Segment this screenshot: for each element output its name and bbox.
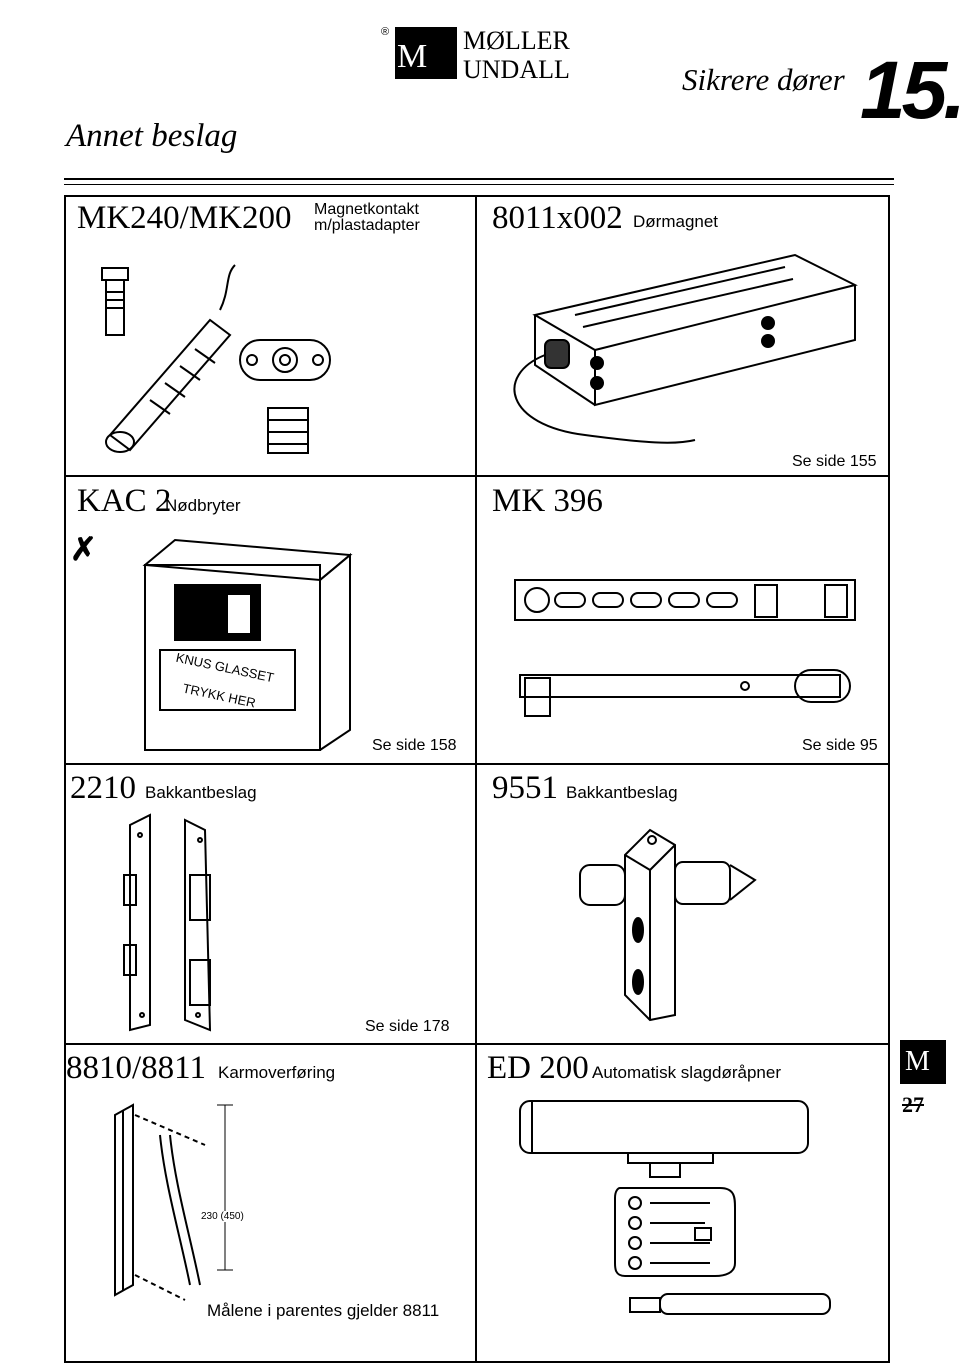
brand-line-2: UNDALL — [463, 55, 570, 84]
magnet-contact-illustration — [101, 264, 331, 454]
product-grid — [64, 195, 890, 1363]
page-ref-178: Se side 178 — [365, 1018, 450, 1035]
registered-mark: ® — [381, 26, 390, 38]
page-ref-95: Se side 95 — [802, 737, 878, 754]
product-desc-mk240-line1: Magnetkontakt — [314, 201, 419, 218]
header-rule — [64, 178, 894, 180]
product-code-2210: 2210 — [70, 770, 136, 806]
product-code-8810: 8810/8811 — [66, 1050, 206, 1086]
product-code-8011x002: 8011x002 — [492, 200, 623, 236]
strike-plate-illustration — [123, 813, 212, 1032]
page-subtitle: Sikrere dører — [682, 62, 845, 97]
door-magnet-illustration — [513, 253, 858, 444]
product-code-mk240: MK240/MK200 — [77, 200, 292, 236]
product-desc-9551: Bakkantbeslag — [566, 783, 678, 802]
section-title: Annet beslag — [66, 118, 238, 154]
product-desc-kac2: Nødbryter — [165, 496, 241, 515]
cross-mark-icon: ✗ — [70, 531, 97, 567]
page-ref-158: Se side 158 — [372, 737, 457, 754]
logo-block — [395, 27, 457, 79]
dimension-label: 230 (450) — [201, 1211, 244, 1222]
emergency-switch-illustration — [142, 538, 353, 751]
grid-column-divider — [475, 195, 477, 1363]
product-desc-2210: Bakkantbeslag — [145, 783, 257, 802]
product-code-mk396: MK 396 — [492, 483, 603, 519]
header-rule-thin — [64, 184, 894, 185]
product-desc-8810: Karmoverføring — [218, 1063, 336, 1082]
product-code-kac2: KAC 2 — [77, 483, 172, 519]
door-operator-illustration — [519, 1100, 831, 1315]
page-number: 15. — [860, 45, 960, 136]
grid-row-divider-3 — [64, 1043, 890, 1045]
side-logo — [900, 1040, 946, 1084]
page-ref-155: Se side 155 — [792, 453, 877, 470]
brand-line-1: MØLLER — [463, 26, 570, 55]
logo-letter: M — [397, 38, 428, 75]
product-code-ed200: ED 200 — [487, 1050, 589, 1086]
hinge-bolt-illustration — [579, 828, 757, 1022]
product-desc-ed200: Automatisk slagdøråpner — [592, 1063, 781, 1082]
grid-row-divider-2 — [64, 763, 890, 765]
grid-row-divider-1 — [64, 475, 890, 477]
product-code-9551: 9551 — [492, 770, 558, 806]
mk396-illustration — [514, 579, 856, 717]
cable-transfer-illustration — [114, 1103, 233, 1301]
side-page-number: 27 — [902, 1092, 924, 1117]
product-desc-8011x002: Dørmagnet — [633, 212, 719, 231]
side-logo-letter: M — [905, 1046, 930, 1077]
dimension-note: Målene i parentes gjelder 8811 — [207, 1301, 440, 1320]
brand-name: MØLLER UNDALL — [463, 26, 570, 84]
product-desc-mk240-line2: m/plastadapter — [314, 217, 420, 234]
